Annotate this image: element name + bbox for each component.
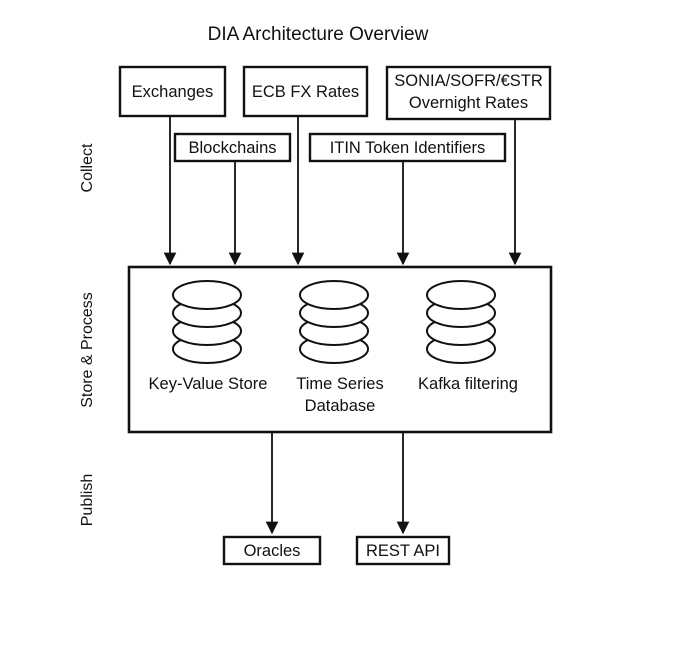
output-rest-api-label: REST API	[366, 542, 440, 560]
stage-label-store-process: Store & Process	[79, 292, 96, 408]
source-overnight-rates-line1: SONIA/SOFR/€STR	[394, 72, 543, 90]
source-overnight-rates-line2: Overnight Rates	[409, 94, 528, 112]
diagram-title: DIA Architecture Overview	[208, 24, 429, 45]
store-time-series-line2: Database	[305, 397, 376, 415]
output-rest-api: REST API	[355, 535, 451, 566]
source-blockchains-label: Blockchains	[188, 139, 276, 157]
source-itin-token-identifiers-label: ITIN Token Identifiers	[330, 139, 486, 157]
source-exchanges: Exchanges	[118, 65, 227, 118]
source-ecb-fx-rates-label: ECB FX Rates	[252, 83, 359, 101]
source-exchanges-label: Exchanges	[132, 83, 214, 101]
source-itin-token-identifiers: ITIN Token Identifiers	[308, 132, 507, 163]
output-oracles: Oracles	[222, 535, 322, 566]
store-time-series-line1: Time Series	[296, 375, 383, 393]
source-ecb-fx-rates: ECB FX Rates	[242, 65, 369, 118]
stage-label-collect: Collect	[79, 143, 96, 192]
store-kafka-label: Kafka filtering	[418, 375, 518, 393]
stage-label-publish: Publish	[79, 474, 96, 526]
store-key-value-label: Key-Value Store	[149, 375, 268, 393]
source-blockchains: Blockchains	[173, 132, 292, 163]
output-oracles-label: Oracles	[244, 542, 301, 560]
database-icon	[426, 280, 496, 364]
source-overnight-rates: SONIA/SOFR/€STR Overnight Rates	[385, 65, 552, 121]
database-icon	[172, 280, 242, 364]
database-icon	[299, 280, 369, 364]
